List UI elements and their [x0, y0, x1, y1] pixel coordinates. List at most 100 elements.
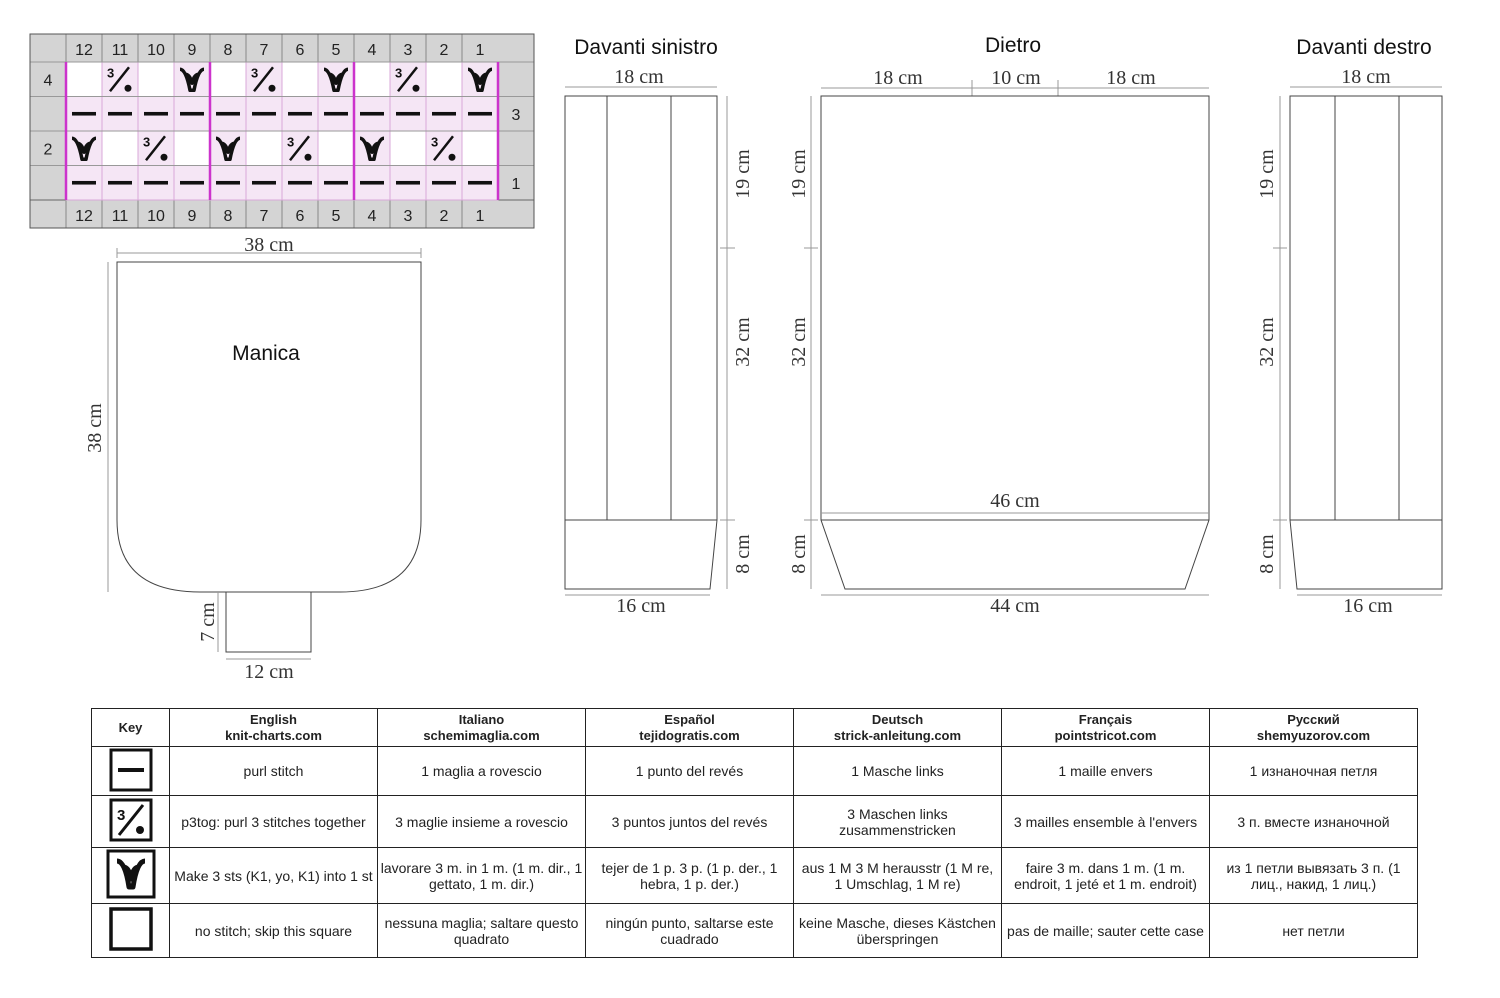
legend-cell: keine Masche, dieses Kästchen überspring…: [793, 903, 1002, 958]
chart-col-number-bottom: 1: [476, 208, 485, 225]
make-three-icon: [215, 136, 241, 161]
chart-cell-empty: [65, 61, 103, 97]
legend-cell: 3 mailles ensemble à l'envers: [1001, 795, 1210, 848]
legend-cell: 1 Masche links: [793, 746, 1002, 796]
purl-icon: [324, 111, 348, 116]
chart-col-number-top: 2: [440, 42, 449, 59]
left-front-title: Davanti sinistro: [574, 36, 718, 59]
legend-cell: из 1 петли вывязать 3 п. (1 лиц., накид,…: [1209, 847, 1418, 904]
back-top-right: 18 cm: [1106, 67, 1156, 89]
legend-row: no stitch; skip this square nessuna magl…: [91, 903, 1418, 958]
sleeve-title: Manica: [232, 342, 300, 365]
purl-icon: [468, 111, 492, 116]
left-front-outline: [564, 95, 718, 590]
legend-cell: 1 punto del revés: [585, 746, 794, 796]
right-front-schematic: Davanti destro 18 cm 19 cm 32 cm 8 cm 16…: [1256, 36, 1443, 617]
sleeve-height: 38 cm: [84, 403, 106, 453]
legend-row: purl stitch 1 maglia a rovescio 1 punto …: [91, 746, 1418, 796]
back-rib: 8 cm: [788, 534, 810, 574]
right-front-middle: 32 cm: [1256, 317, 1278, 367]
p3tog-icon: 3: [143, 134, 168, 162]
p3tog-icon: 3: [395, 65, 420, 93]
chart-col-number-top: 5: [332, 42, 341, 59]
purl-icon: [360, 180, 384, 185]
legend-cell: purl stitch: [169, 746, 378, 796]
purl-icon: [108, 111, 132, 116]
back-top-mid: 10 cm: [991, 67, 1041, 89]
legend-cell: Make 3 sts (K1, yo, K1) into 1 st: [169, 847, 378, 904]
sleeve-cuff-height: 7 cm: [197, 602, 219, 642]
chart-col-number-bottom: 4: [368, 208, 377, 225]
legend-cell: tejer de 1 p. 3 p. (1 p. der., 1 hebra, …: [585, 847, 794, 904]
chart-col-number-bottom: 8: [224, 208, 233, 225]
legend-cell: no stitch; skip this square: [169, 903, 378, 958]
chart-cell-empty: [461, 130, 499, 166]
legend-cell: lavorare 3 m. in 1 m. (1 m. dir., 1 gett…: [377, 847, 586, 904]
legend-cell: 3 Maschen links zusammenstricken: [793, 795, 1002, 848]
chart-col-number-bottom: 5: [332, 208, 341, 225]
chart-col-number-bottom: 12: [75, 208, 93, 225]
purl-icon: [216, 180, 240, 185]
chart-col-number-top: 11: [112, 42, 129, 59]
chart-cell-empty: [209, 61, 247, 97]
sleeve-top-width: 38 cm: [244, 234, 294, 256]
purl-icon: [288, 111, 312, 116]
chart-col-number-top: 4: [368, 42, 377, 59]
purl-icon: [396, 111, 420, 116]
purl-icon: [180, 180, 204, 185]
chart-cell-empty: [101, 130, 139, 166]
legend-cell: 3 maglie insieme a rovescio: [377, 795, 586, 848]
svg-text:3: 3: [107, 65, 114, 80]
purl-symbol-icon: [91, 746, 170, 796]
back-upper: 19 cm: [788, 149, 810, 199]
legend-cell: 3 п. вместе изнаночной: [1209, 795, 1418, 848]
chart-col-number-bottom: 7: [260, 208, 269, 225]
p3tog-icon: 3: [431, 134, 456, 162]
legend-cell: aus 1 M 3 M herausstr (1 M re, 1 Umschla…: [793, 847, 1002, 904]
chart-col-number-top: 6: [296, 42, 305, 59]
chart-cell-empty: [317, 130, 355, 166]
make-three-icon: [467, 67, 493, 92]
legend-cell: nessuna maglia; saltare questo quadrato: [377, 903, 586, 958]
right-front-title: Davanti destro: [1296, 36, 1431, 59]
chart-row-label: 3: [512, 107, 521, 124]
left-front-top-width: 18 cm: [614, 66, 664, 88]
chart-col-number-top: 10: [147, 42, 165, 59]
legend-row: 3 p3tog: purl 3 stitches together 3 magl…: [91, 795, 1418, 848]
right-front-bottom-width: 16 cm: [1343, 595, 1393, 617]
chart-col-number-bottom: 9: [188, 208, 197, 225]
make-three-icon: [359, 136, 385, 161]
svg-text:3: 3: [287, 134, 294, 149]
right-front-upper: 19 cm: [1256, 149, 1278, 199]
svg-text:3: 3: [143, 134, 150, 149]
purl-icon: [360, 111, 384, 116]
purl-icon: [396, 180, 420, 185]
legend-cell: 1 maille envers: [1001, 746, 1210, 796]
legend-cell: p3tog: purl 3 stitches together: [169, 795, 378, 848]
chart-cell-empty: [389, 130, 427, 166]
back-schematic: Dietro 18 cm 10 cm 18 cm 19 cm 32 cm 8 c…: [788, 34, 1210, 617]
purl-icon: [216, 111, 240, 116]
right-front-top-width: 18 cm: [1341, 66, 1391, 88]
purl-icon: [72, 111, 96, 116]
chart-col-number-top: 7: [260, 42, 269, 59]
back-middle: 32 cm: [788, 317, 810, 367]
left-front-upper: 19 cm: [732, 149, 754, 199]
legend-cell: нет петли: [1209, 903, 1418, 958]
chart-cell-empty: [281, 61, 319, 97]
legend-cell: 1 изнаночная петля: [1209, 746, 1418, 796]
legend-row: Make 3 sts (K1, yo, K1) into 1 st lavora…: [91, 847, 1418, 904]
legend-cell: ningún punto, saltarse este cuadrado: [585, 903, 794, 958]
legend-cell: faire 3 m. dans 1 m. (1 m. endroit, 1 je…: [1001, 847, 1210, 904]
chart-cell-empty: [245, 130, 283, 166]
chart-col-number-bottom: 6: [296, 208, 305, 225]
purl-icon: [288, 180, 312, 185]
chart-cell-empty: [353, 61, 391, 97]
make-three-icon: [179, 67, 205, 92]
